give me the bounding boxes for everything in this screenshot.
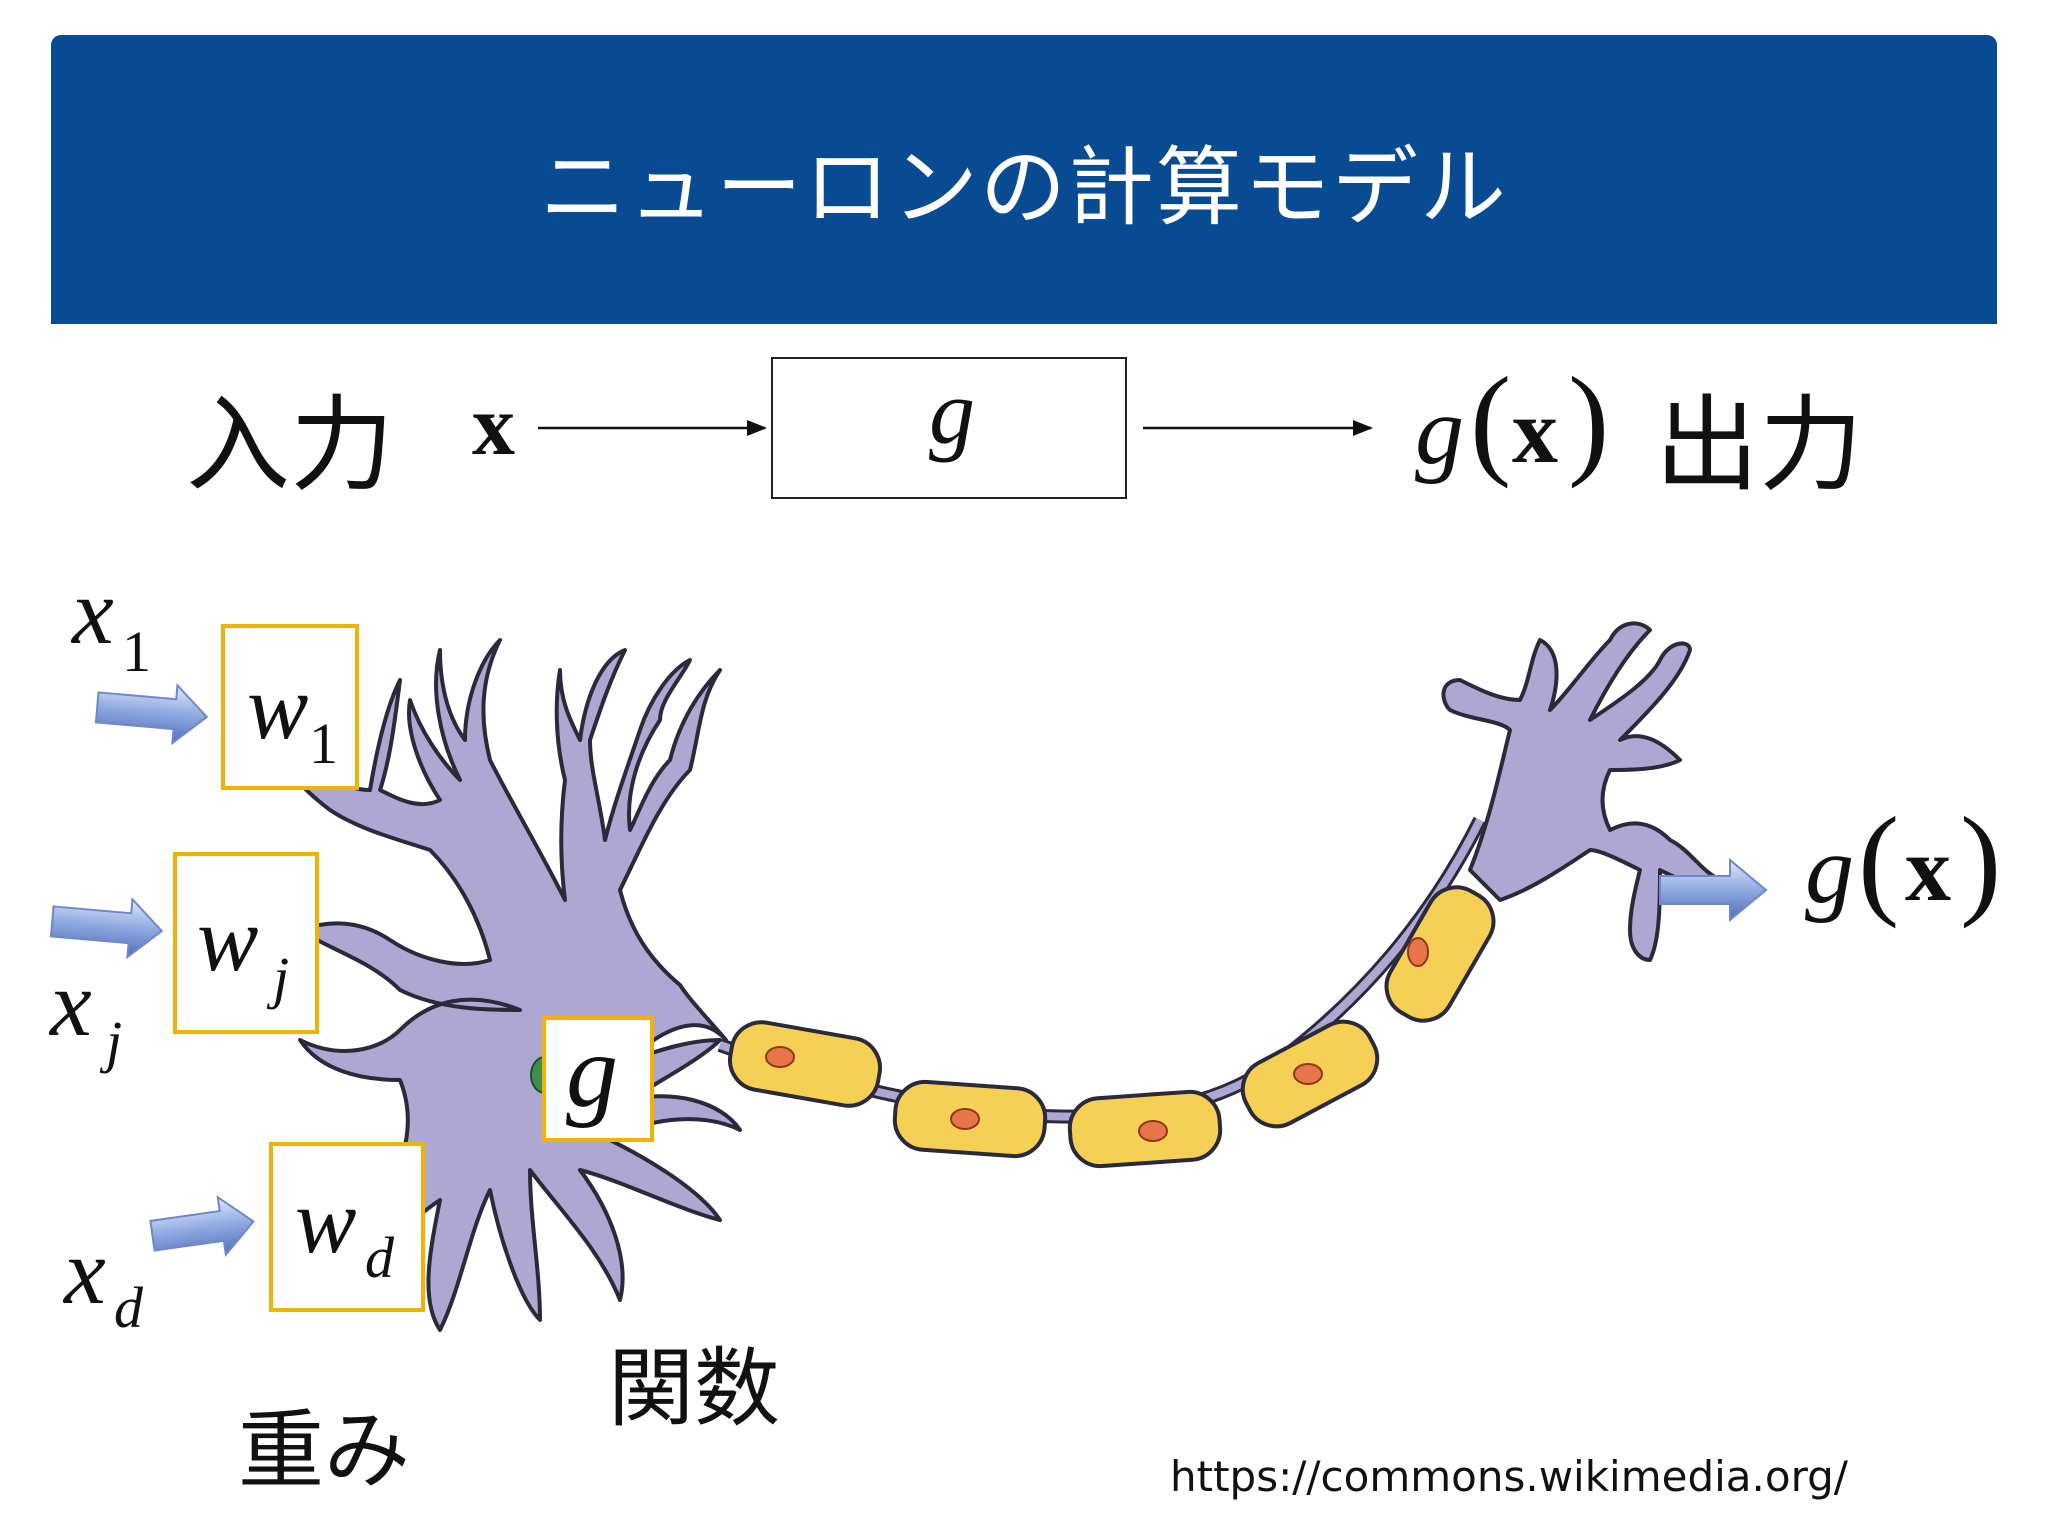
top-output-g: g <box>1415 377 1464 485</box>
neuron-output-paren-open: ( <box>1858 792 1900 929</box>
input-label: 入力 <box>186 384 395 506</box>
input-arrow-1 <box>94 682 209 746</box>
weight-box-d: w d <box>269 1142 425 1312</box>
weights-label: 重み <box>238 1401 410 1501</box>
weight-sub: d <box>365 1225 394 1290</box>
output-arrow <box>1659 857 1768 923</box>
input-arrow-j <box>49 896 164 960</box>
weight-sub: 1 <box>309 711 338 776</box>
weight-w: w <box>247 656 309 758</box>
top-output-paren-open: ( <box>1470 352 1512 489</box>
myelin-nuclei <box>765 937 1429 1142</box>
myelin-sheaths <box>727 885 1496 1169</box>
function-label: 関数 <box>608 1339 780 1439</box>
source-url: https://commons.wikimedia.org/ <box>1170 1452 1848 1501</box>
input-arrows <box>49 682 1768 1258</box>
top-output-x: x <box>1512 380 1558 482</box>
neuron-shape <box>253 621 1722 1332</box>
weight-box-j: w j <box>173 852 319 1034</box>
weight-box-1: w 1 <box>221 624 359 790</box>
input-xj: x <box>50 952 92 1056</box>
input-xd: x <box>64 1220 106 1324</box>
output-label: 出力 <box>1655 384 1864 506</box>
input-x1-sub: 1 <box>122 619 151 684</box>
input-xd-sub: d <box>114 1275 143 1340</box>
top-output-paren-close: ) <box>1568 352 1610 489</box>
soma-function-box: g <box>542 1014 654 1142</box>
input-symbol: x <box>472 377 515 473</box>
box-function-symbol: g <box>929 361 975 463</box>
neuron-output-x: x <box>1905 818 1951 920</box>
input-x1: x <box>72 560 114 664</box>
input-arrow-d <box>149 1195 255 1258</box>
input-xj-sub: j <box>106 1009 123 1074</box>
weight-w: w <box>197 888 259 990</box>
title-bar: ニューロンの計算モデル <box>51 35 1997 324</box>
neuron-output-paren-close: ) <box>1960 792 2002 929</box>
weight-sub: j <box>273 945 290 1010</box>
function-box: g <box>771 357 1127 499</box>
page-title: ニューロンの計算モデル <box>540 138 1508 238</box>
weight-w: w <box>295 1170 357 1272</box>
neuron-output-g: g <box>1805 816 1854 924</box>
soma-function-symbol: g <box>566 1014 618 1129</box>
